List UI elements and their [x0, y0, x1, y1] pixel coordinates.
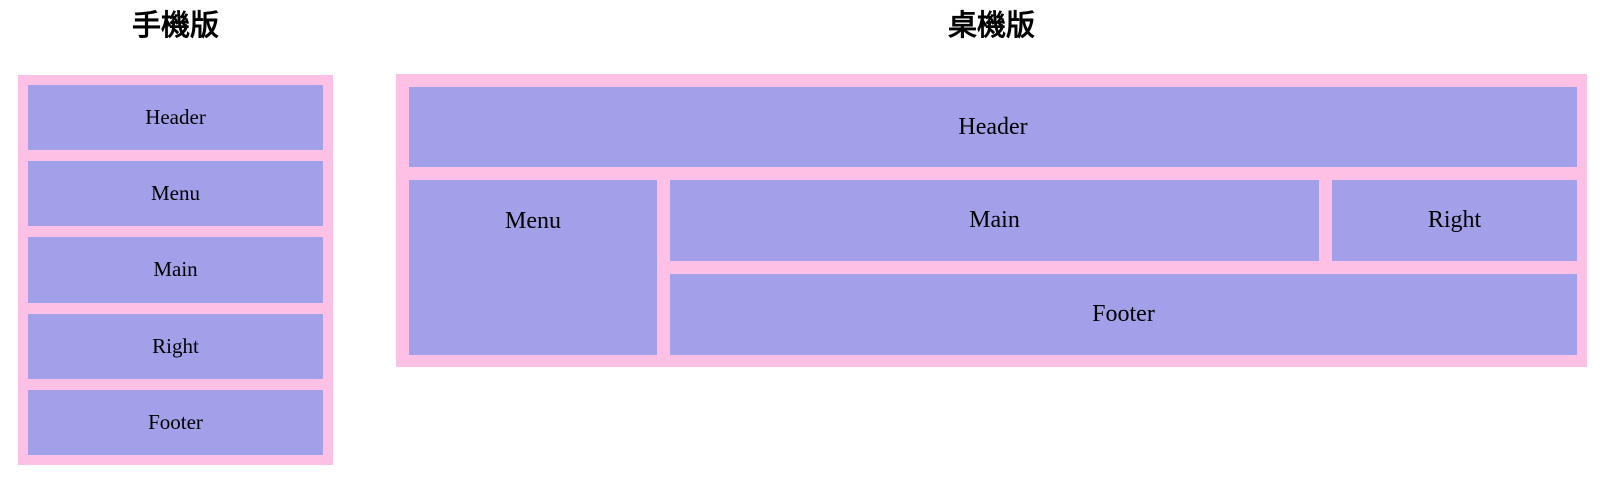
- mobile-box-main: Main: [28, 237, 323, 303]
- desktop-box-footer: Footer: [670, 274, 1577, 355]
- desktop-section-title: 桌機版: [947, 8, 1035, 42]
- desktop-box-header: Header: [409, 87, 1577, 167]
- mobile-section-title: 手機版: [131, 8, 219, 42]
- desktop-box-menu: Menu: [409, 180, 657, 355]
- desktop-box-right: Right: [1332, 180, 1577, 261]
- desktop-box-main: Main: [670, 180, 1319, 261]
- desktop-layout-wireframe: Header Menu Main Right Footer: [396, 74, 1587, 367]
- mobile-box-right: Right: [28, 313, 323, 379]
- mobile-box-footer: Footer: [28, 389, 323, 455]
- mobile-layout-wireframe: Header Menu Main Right Footer: [18, 75, 333, 465]
- mobile-box-menu: Menu: [28, 161, 323, 227]
- mobile-box-header: Header: [28, 85, 323, 151]
